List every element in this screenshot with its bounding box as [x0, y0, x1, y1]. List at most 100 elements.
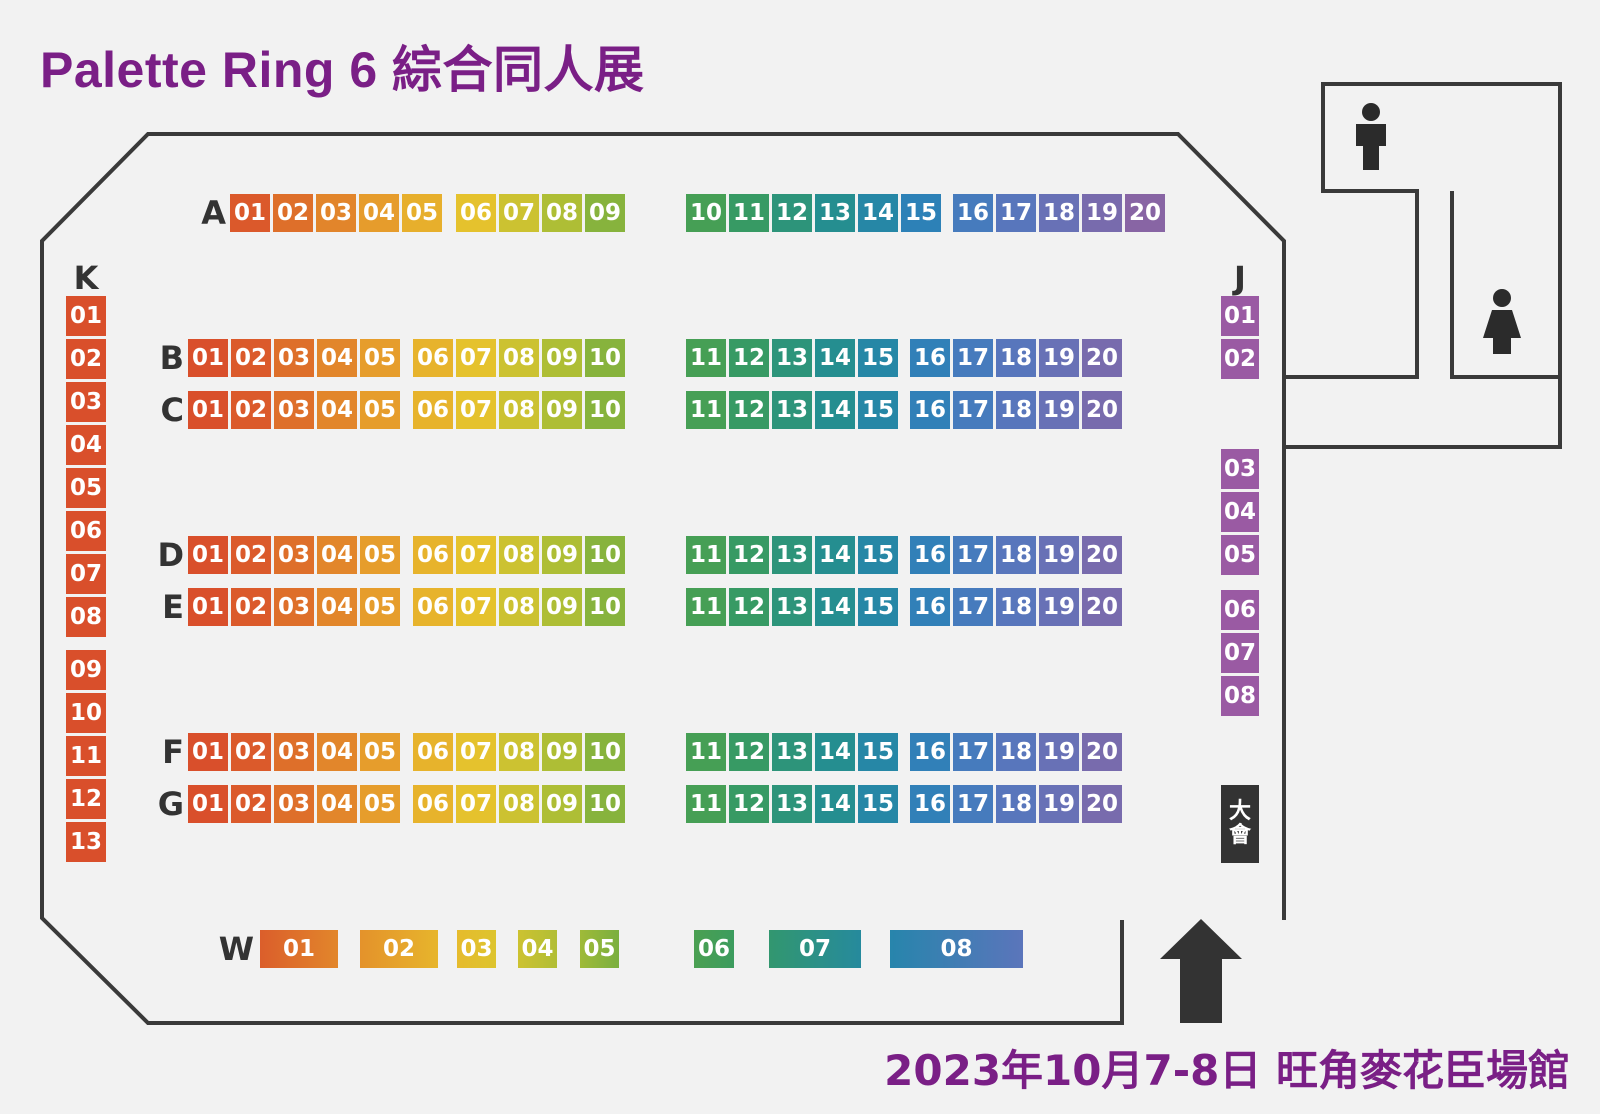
booth-g-01[interactable]: 01 [188, 785, 228, 823]
booth-k-01[interactable]: 01 [66, 296, 106, 336]
booth-b-10[interactable]: 10 [585, 339, 625, 377]
booth-w-08[interactable]: 08 [890, 930, 1023, 968]
booth-c-03[interactable]: 03 [274, 391, 314, 429]
booth-d-18[interactable]: 18 [996, 536, 1036, 574]
booth-d-16[interactable]: 16 [910, 536, 950, 574]
booth-c-01[interactable]: 01 [188, 391, 228, 429]
booth-b-05[interactable]: 05 [360, 339, 400, 377]
booth-j-03[interactable]: 03 [1221, 449, 1259, 489]
booth-k-04[interactable]: 04 [66, 425, 106, 465]
booth-a-06[interactable]: 06 [456, 194, 496, 232]
booth-f-07[interactable]: 07 [456, 733, 496, 771]
booth-c-08[interactable]: 08 [499, 391, 539, 429]
booth-e-16[interactable]: 16 [910, 588, 950, 626]
booth-b-09[interactable]: 09 [542, 339, 582, 377]
booth-e-14[interactable]: 14 [815, 588, 855, 626]
booth-f-18[interactable]: 18 [996, 733, 1036, 771]
booth-f-12[interactable]: 12 [729, 733, 769, 771]
booth-f-11[interactable]: 11 [686, 733, 726, 771]
booth-b-14[interactable]: 14 [815, 339, 855, 377]
booth-d-19[interactable]: 19 [1039, 536, 1079, 574]
booth-e-04[interactable]: 04 [317, 588, 357, 626]
booth-c-05[interactable]: 05 [360, 391, 400, 429]
booth-k-11[interactable]: 11 [66, 736, 106, 776]
booth-g-11[interactable]: 11 [686, 785, 726, 823]
booth-d-09[interactable]: 09 [542, 536, 582, 574]
booth-g-12[interactable]: 12 [729, 785, 769, 823]
booth-w-06[interactable]: 06 [694, 930, 734, 968]
booth-g-14[interactable]: 14 [815, 785, 855, 823]
booth-a-20[interactable]: 20 [1125, 194, 1165, 232]
booth-e-11[interactable]: 11 [686, 588, 726, 626]
booth-w-03[interactable]: 03 [457, 930, 496, 968]
booth-b-15[interactable]: 15 [858, 339, 898, 377]
booth-d-05[interactable]: 05 [360, 536, 400, 574]
booth-d-03[interactable]: 03 [274, 536, 314, 574]
booth-b-13[interactable]: 13 [772, 339, 812, 377]
booth-f-17[interactable]: 17 [953, 733, 993, 771]
booth-d-13[interactable]: 13 [772, 536, 812, 574]
booth-a-07[interactable]: 07 [499, 194, 539, 232]
booth-d-17[interactable]: 17 [953, 536, 993, 574]
booth-d-14[interactable]: 14 [815, 536, 855, 574]
booth-c-18[interactable]: 18 [996, 391, 1036, 429]
booth-g-09[interactable]: 09 [542, 785, 582, 823]
booth-c-13[interactable]: 13 [772, 391, 812, 429]
booth-a-15[interactable]: 15 [901, 194, 941, 232]
booth-d-08[interactable]: 08 [499, 536, 539, 574]
booth-f-06[interactable]: 06 [413, 733, 453, 771]
booth-k-12[interactable]: 12 [66, 779, 106, 819]
booth-b-12[interactable]: 12 [729, 339, 769, 377]
booth-d-20[interactable]: 20 [1082, 536, 1122, 574]
booth-c-19[interactable]: 19 [1039, 391, 1079, 429]
booth-b-17[interactable]: 17 [953, 339, 993, 377]
booth-d-04[interactable]: 04 [317, 536, 357, 574]
booth-g-04[interactable]: 04 [317, 785, 357, 823]
booth-a-03[interactable]: 03 [316, 194, 356, 232]
booth-b-06[interactable]: 06 [413, 339, 453, 377]
booth-j-04[interactable]: 04 [1221, 492, 1259, 532]
booth-b-16[interactable]: 16 [910, 339, 950, 377]
booth-e-02[interactable]: 02 [231, 588, 271, 626]
booth-a-11[interactable]: 11 [729, 194, 769, 232]
booth-c-04[interactable]: 04 [317, 391, 357, 429]
booth-c-17[interactable]: 17 [953, 391, 993, 429]
booth-d-15[interactable]: 15 [858, 536, 898, 574]
booth-e-09[interactable]: 09 [542, 588, 582, 626]
booth-f-13[interactable]: 13 [772, 733, 812, 771]
booth-g-19[interactable]: 19 [1039, 785, 1079, 823]
booth-k-06[interactable]: 06 [66, 511, 106, 551]
booth-a-05[interactable]: 05 [402, 194, 442, 232]
booth-g-03[interactable]: 03 [274, 785, 314, 823]
booth-d-10[interactable]: 10 [585, 536, 625, 574]
booth-a-18[interactable]: 18 [1039, 194, 1079, 232]
booth-a-16[interactable]: 16 [953, 194, 993, 232]
booth-w-07[interactable]: 07 [769, 930, 861, 968]
booth-b-04[interactable]: 04 [317, 339, 357, 377]
booth-g-10[interactable]: 10 [585, 785, 625, 823]
booth-b-03[interactable]: 03 [274, 339, 314, 377]
booth-j-02[interactable]: 02 [1221, 339, 1259, 379]
booth-g-16[interactable]: 16 [910, 785, 950, 823]
booth-c-11[interactable]: 11 [686, 391, 726, 429]
booth-g-08[interactable]: 08 [499, 785, 539, 823]
booth-b-19[interactable]: 19 [1039, 339, 1079, 377]
booth-f-19[interactable]: 19 [1039, 733, 1079, 771]
booth-a-17[interactable]: 17 [996, 194, 1036, 232]
booth-c-16[interactable]: 16 [910, 391, 950, 429]
booth-a-09[interactable]: 09 [585, 194, 625, 232]
booth-e-12[interactable]: 12 [729, 588, 769, 626]
booth-g-06[interactable]: 06 [413, 785, 453, 823]
booth-g-17[interactable]: 17 [953, 785, 993, 823]
booth-f-05[interactable]: 05 [360, 733, 400, 771]
booth-a-02[interactable]: 02 [273, 194, 313, 232]
booth-c-02[interactable]: 02 [231, 391, 271, 429]
booth-k-05[interactable]: 05 [66, 468, 106, 508]
booth-e-07[interactable]: 07 [456, 588, 496, 626]
booth-b-02[interactable]: 02 [231, 339, 271, 377]
booth-j-06[interactable]: 06 [1221, 590, 1259, 630]
booth-j-07[interactable]: 07 [1221, 633, 1259, 673]
booth-k-07[interactable]: 07 [66, 554, 106, 594]
booth-d-02[interactable]: 02 [231, 536, 271, 574]
booth-a-01[interactable]: 01 [230, 194, 270, 232]
